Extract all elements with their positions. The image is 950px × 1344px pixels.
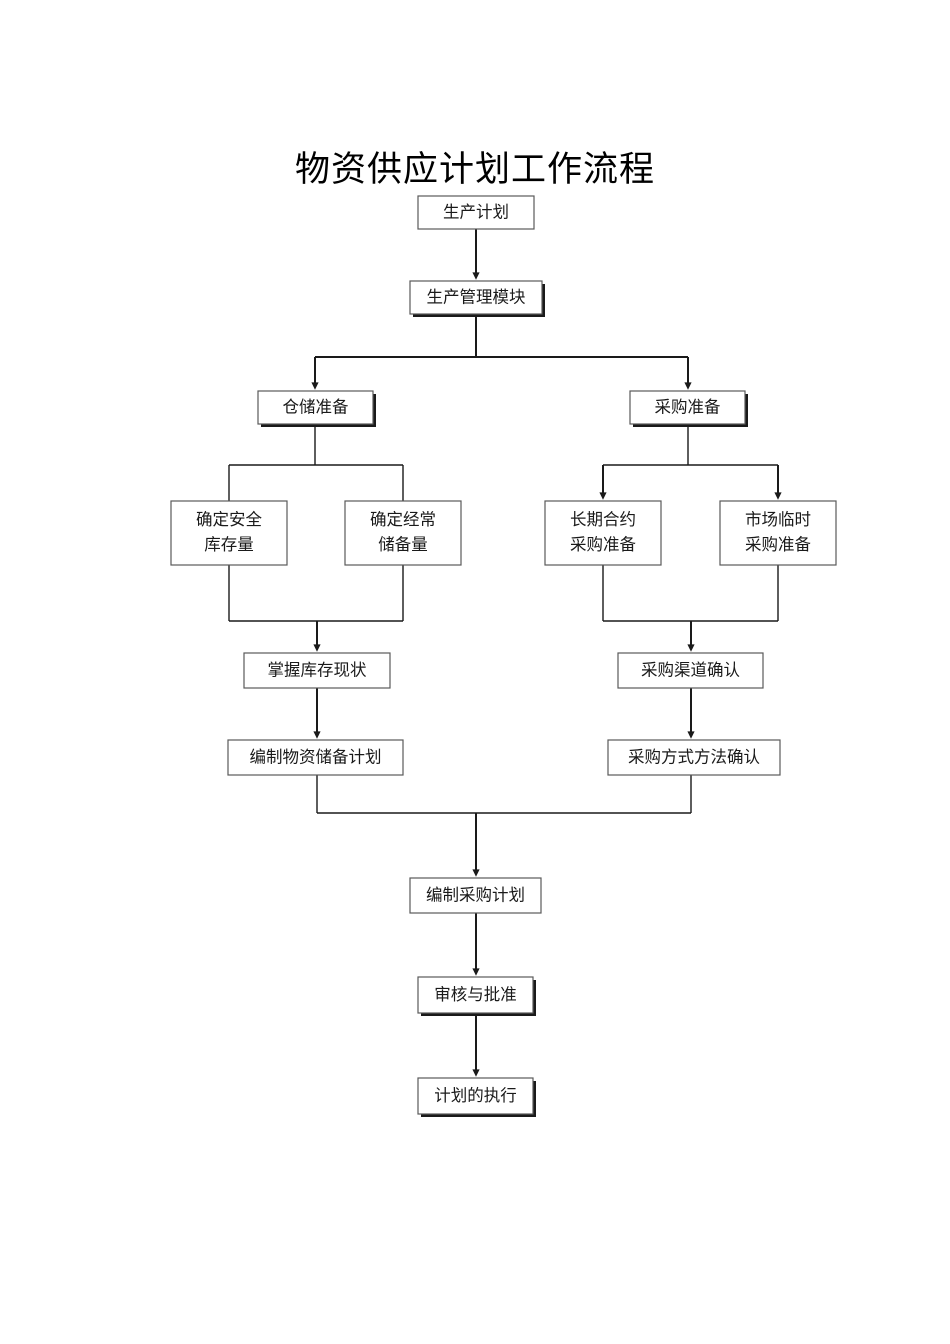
- node-计划的执行[interactable]: 计划的执行: [417, 1077, 536, 1117]
- node-label-line2: 采购准备: [745, 535, 812, 554]
- node-确定安全库存量[interactable]: 确定安全 库存量: [170, 500, 288, 566]
- node-label: 审核与批准: [434, 985, 517, 1004]
- node-采购准备[interactable]: 采购准备: [629, 390, 748, 427]
- node-编制采购计划[interactable]: 编制采购计划: [409, 877, 542, 914]
- node-掌握库存现状[interactable]: 掌握库存现状: [243, 652, 391, 689]
- node-编制物资储备计划[interactable]: 编制物资储备计划: [227, 739, 404, 776]
- node-确定经常储备量[interactable]: 确定经常 储备量: [344, 500, 462, 566]
- node-label: 采购准备: [655, 397, 722, 416]
- node-label-line1: 长期合约: [570, 510, 636, 529]
- node-采购方式方法确认[interactable]: 采购方式方法确认: [607, 739, 781, 776]
- node-label: 生产管理模块: [427, 287, 526, 306]
- node-长期合约采购准备[interactable]: 长期合约 采购准备: [544, 500, 662, 566]
- node-label-line1: 确定经常: [370, 510, 436, 529]
- node-label-line1: 市场临时: [745, 510, 811, 529]
- node-审核与批准[interactable]: 审核与批准: [417, 976, 536, 1016]
- node-label: 采购渠道确认: [641, 660, 740, 679]
- node-label-line2: 储备量: [378, 535, 428, 554]
- node-label: 掌握库存现状: [268, 660, 368, 679]
- node-label: 仓储准备: [283, 397, 350, 416]
- node-label-line2: 采购准备: [570, 535, 637, 554]
- page-title: 物资供应计划工作流程: [294, 150, 655, 189]
- node-label: 编制物资储备计划: [250, 747, 382, 766]
- node-label-line1: 确定安全: [196, 510, 263, 529]
- node-采购渠道确认[interactable]: 采购渠道确认: [617, 652, 764, 689]
- node-生产管理模块[interactable]: 生产管理模块: [409, 280, 545, 317]
- node-label: 计划的执行: [434, 1086, 517, 1105]
- node-label-line2: 库存量: [204, 535, 254, 554]
- node-label: 编制采购计划: [426, 885, 525, 904]
- node-市场临时采购准备[interactable]: 市场临时 采购准备: [719, 500, 837, 566]
- connector-layer: [228, 229, 782, 1077]
- node-仓储准备[interactable]: 仓储准备: [257, 390, 376, 427]
- node-label: 采购方式方法确认: [628, 747, 760, 766]
- node-生产计划[interactable]: 生产计划: [417, 195, 535, 230]
- node-label: 生产计划: [443, 202, 509, 221]
